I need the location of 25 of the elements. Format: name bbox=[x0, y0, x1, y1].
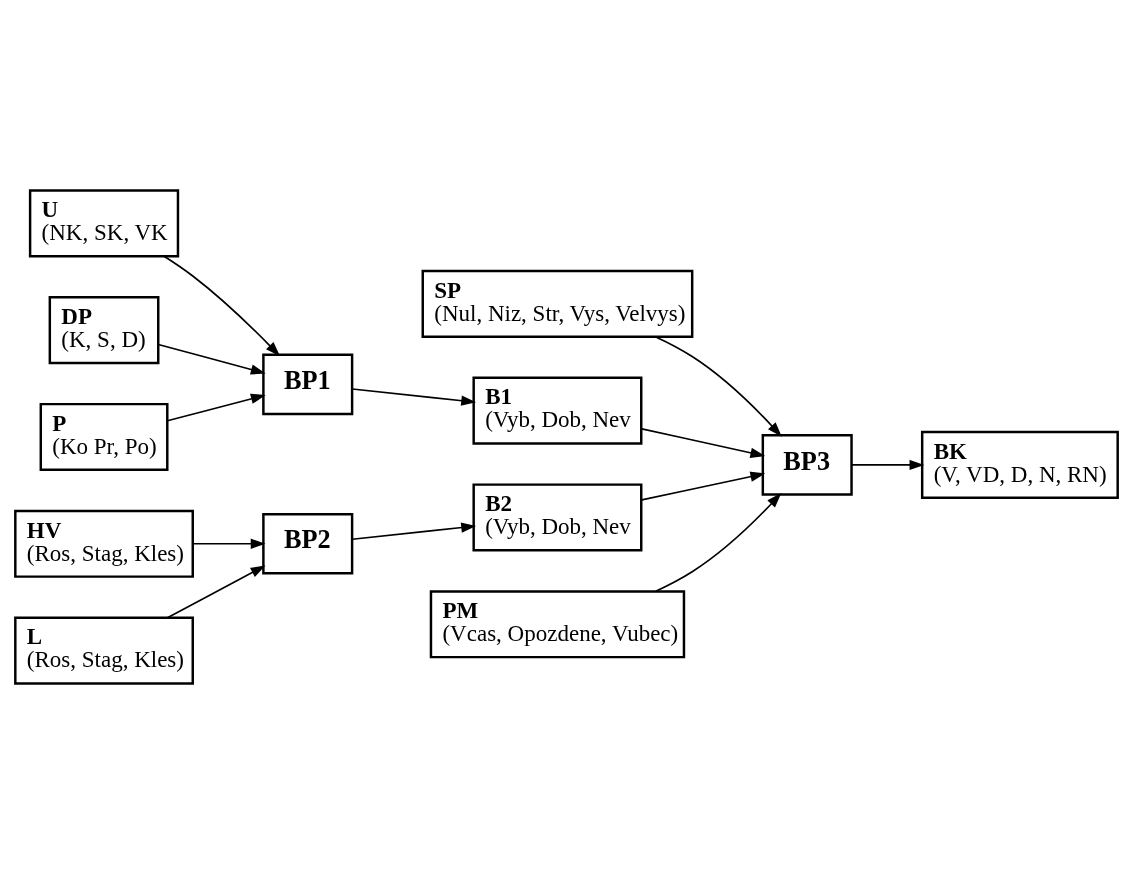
node-box: BP1 bbox=[262, 353, 354, 416]
arrow bbox=[157, 343, 266, 375]
node-box: BP3 bbox=[761, 434, 853, 496]
node-box: U (NK, SK, VK bbox=[28, 189, 180, 258]
node-box: L (Ros, Stag, Kles) bbox=[14, 616, 194, 685]
arrow bbox=[192, 538, 266, 549]
arrow bbox=[166, 565, 266, 619]
node-box: B2 (Vyb, Dob, Nev bbox=[472, 483, 643, 552]
node-box: BK (V, VD, D, N, RN) bbox=[920, 430, 1119, 500]
arrow bbox=[163, 255, 281, 357]
arrow bbox=[351, 388, 477, 406]
node-box: SP (Nul, Niz, Str, Vys, Velvys) bbox=[421, 269, 694, 339]
arrow bbox=[655, 336, 782, 437]
arrow bbox=[641, 471, 766, 501]
node-box: BP2 bbox=[262, 513, 354, 575]
arrow bbox=[641, 428, 766, 458]
arrow bbox=[351, 522, 477, 541]
node-box: HV (Ros, Stag, Kles) bbox=[14, 509, 194, 578]
node-box: B1 (Vyb, Dob, Nev bbox=[472, 376, 643, 445]
node-box: DP (K, S, D) bbox=[48, 296, 160, 365]
node-box: P (Ko Pr, Po) bbox=[39, 402, 169, 472]
arrow bbox=[850, 459, 925, 471]
arrow bbox=[166, 393, 266, 422]
arrow bbox=[654, 493, 782, 592]
node-box: PM (Vcas, Opozdene, Vubec) bbox=[429, 590, 686, 659]
